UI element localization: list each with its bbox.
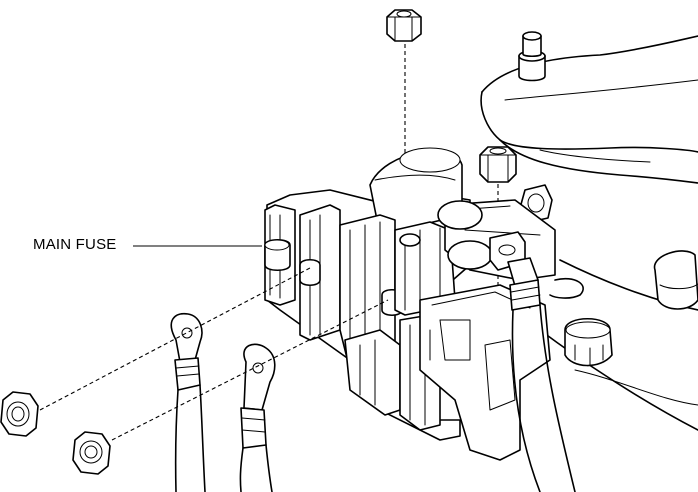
upper-left-guide-line: [39, 267, 311, 411]
main-fuse-label: MAIN FUSE: [33, 236, 117, 253]
nut-lower-left: [72, 431, 111, 475]
vehicle-body-panel: [480, 35, 698, 431]
harness-loop: [549, 277, 584, 299]
ring-terminal-left: [170, 312, 206, 492]
bracket-stud-bolt: [518, 31, 546, 82]
terminal-nut-right: [479, 146, 517, 183]
connector-cap-lower: [564, 318, 613, 367]
nut-far-left: [0, 391, 39, 437]
lower-left-guide-line: [111, 299, 389, 441]
ring-terminal-center: [239, 343, 276, 492]
connector-cap-right: [653, 250, 698, 310]
top-nut: [386, 9, 422, 42]
right-cable: [507, 257, 576, 492]
